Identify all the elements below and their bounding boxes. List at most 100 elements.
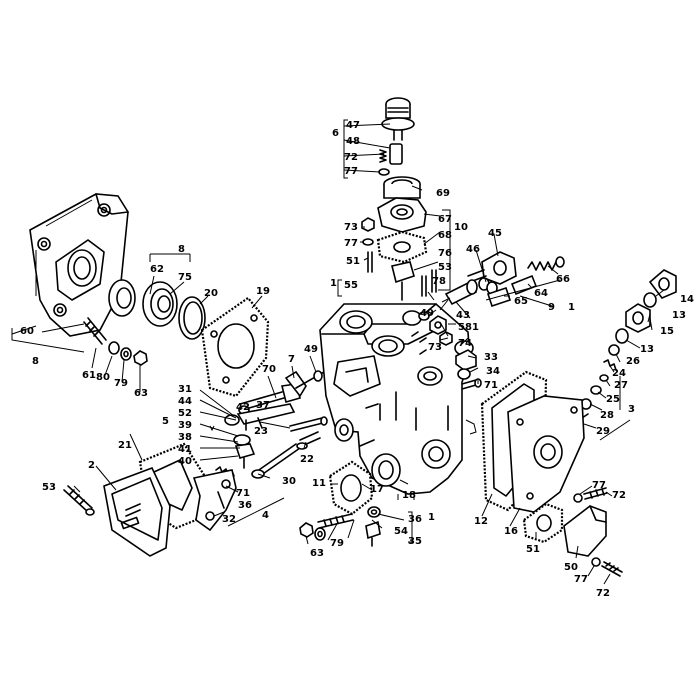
ring-49-left (313, 370, 323, 382)
callout-77-mid: 77 (344, 238, 358, 249)
spring-72-top (379, 149, 387, 163)
washer-80 (108, 341, 120, 355)
callout-73-top: 73 (344, 222, 358, 233)
washer-13-top (643, 292, 657, 308)
callout-34: 34 (486, 366, 500, 377)
callout-51-top: 51 (346, 256, 360, 267)
gasket-51-right (522, 502, 564, 544)
callout-55: 55 (344, 280, 358, 291)
callout-7: 7 (288, 354, 295, 365)
callout-64: 64 (534, 288, 548, 299)
bearing-75 (142, 281, 178, 327)
callout-78: 78 (432, 276, 446, 287)
callout-66: 66 (556, 274, 570, 285)
ring-20 (178, 296, 206, 340)
callout-72-top: 72 (344, 152, 358, 163)
stud-61 (83, 317, 107, 345)
callout-71-left: 71 (236, 488, 250, 499)
callout-27: 27 (614, 380, 628, 391)
callout-79-bottom: 79 (330, 538, 344, 549)
callout-51-right: 51 (526, 544, 540, 555)
washer-79 (120, 347, 132, 361)
fitting-45 (467, 251, 517, 285)
nut-58 (429, 315, 447, 335)
callout-69: 69 (436, 188, 450, 199)
fitting-43 (444, 279, 478, 306)
callout-71-right: 71 (484, 380, 498, 391)
callout-33: 33 (484, 352, 498, 363)
callout-77-lower: 77 (574, 574, 588, 585)
nut-34 (457, 368, 471, 380)
callout-16: 16 (504, 526, 518, 537)
washer-79-lower (314, 527, 326, 541)
callout-72-lower: 72 (596, 588, 610, 599)
callout-49-left: 49 (304, 344, 318, 355)
leader-lines (41, 123, 665, 585)
callout-54: 54 (394, 526, 408, 537)
seal-62 (108, 279, 136, 317)
callout-17: 17 (370, 484, 384, 495)
callout-39: 39 (178, 420, 192, 431)
callout-77-top: 77 (344, 166, 358, 177)
callout-65: 65 (514, 296, 528, 307)
callout-63-left: 63 (134, 388, 148, 399)
callout-8-top: 8 (178, 244, 185, 255)
pin-23 (289, 416, 328, 432)
body-69 (383, 176, 421, 199)
housing-67 (377, 197, 427, 233)
nut-63-lower (299, 522, 314, 538)
callout-48: 48 (346, 136, 360, 147)
ring-77-mid (362, 238, 374, 246)
callout-5: 5 (162, 416, 169, 427)
callout-44: 44 (178, 396, 192, 407)
callout-13-bot: 13 (640, 344, 654, 355)
screw-72-upper (583, 487, 608, 500)
spring-66 (527, 256, 565, 271)
screw-53-left (63, 485, 95, 516)
valve-76 (391, 261, 415, 301)
ring-77-upper (573, 493, 583, 503)
callout-3: 3 (628, 404, 635, 415)
callout-25: 25 (606, 394, 620, 405)
callout-31: 31 (178, 384, 192, 395)
callout-79-left: 79 (114, 378, 128, 389)
callout-1-b: 1 (568, 302, 575, 313)
callout-6: 6 (332, 128, 339, 139)
housing-cover-16 (507, 395, 585, 513)
ring-77-lower (591, 557, 601, 567)
washer-13-bot (615, 328, 629, 344)
callout-12: 12 (474, 516, 488, 527)
callout-29: 29 (596, 426, 610, 437)
callout-28: 28 (600, 410, 614, 421)
callout-70: 70 (262, 364, 276, 375)
callout-4: 4 (262, 510, 269, 521)
callout-22: 22 (300, 454, 314, 465)
valve-26 (608, 344, 620, 356)
callout-46: 46 (466, 244, 480, 255)
callout-45: 45 (488, 228, 502, 239)
pin-24 (599, 374, 609, 382)
stud-51-top (367, 251, 373, 273)
nut-63 (133, 350, 148, 366)
cap-50 (563, 505, 607, 557)
cover-2 (103, 466, 171, 557)
callout-42: 42 (236, 402, 250, 413)
callout-35: 35 (408, 536, 422, 547)
cap-47 (381, 97, 415, 141)
callout-1-c: 1 (472, 322, 479, 333)
stud-78 (421, 275, 427, 297)
callout-2: 2 (88, 460, 95, 471)
gasket-19 (200, 296, 270, 398)
nut-73-top (361, 217, 375, 232)
callout-60: 60 (20, 326, 34, 337)
callout-26: 26 (626, 356, 640, 367)
spring-48 (389, 143, 403, 165)
ring-77-top (378, 168, 390, 176)
callout-72-upper: 72 (612, 490, 626, 501)
callout-61: 61 (82, 370, 96, 381)
bracket-4 (192, 469, 237, 532)
callout-53-top: 53 (438, 262, 452, 273)
mounting-flange (29, 193, 129, 337)
callout-47: 47 (346, 120, 360, 131)
